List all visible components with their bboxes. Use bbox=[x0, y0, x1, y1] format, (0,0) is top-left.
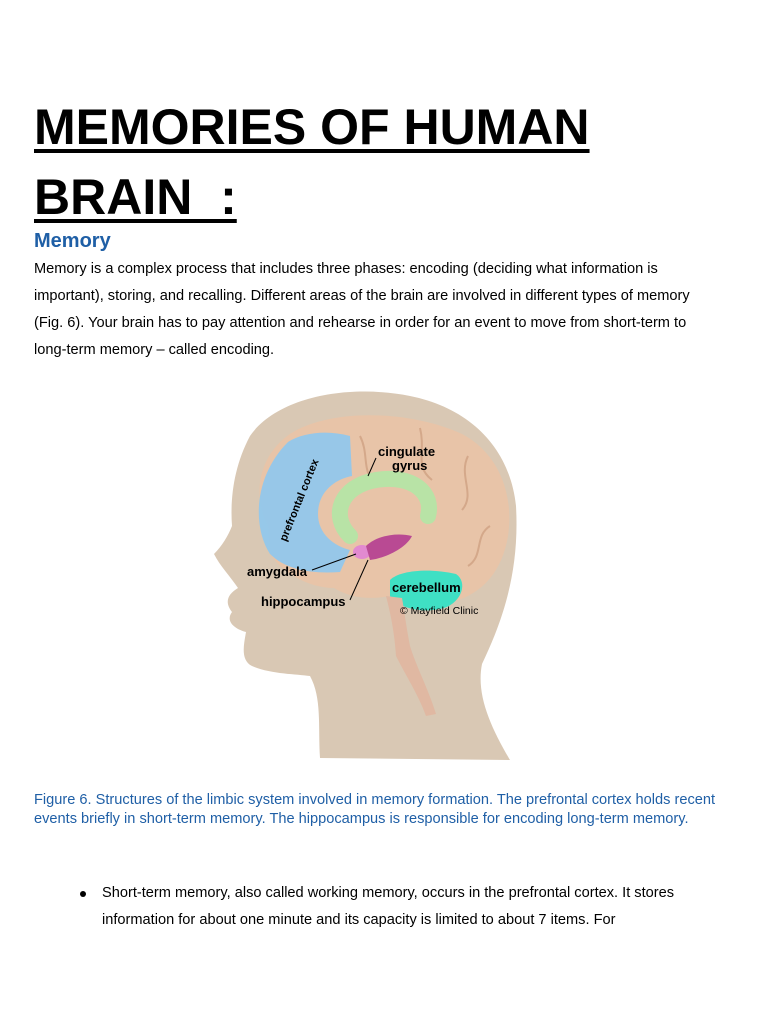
hippocampus bbox=[366, 534, 412, 560]
copyright-label: © Mayfield Clinic bbox=[400, 605, 478, 617]
bullet-icon bbox=[80, 891, 86, 897]
list-item-text: Short-term memory, also called working m… bbox=[102, 885, 675, 928]
cingulate-pointer bbox=[367, 457, 377, 477]
brain-fold bbox=[359, 427, 491, 567]
page-title: MEMORIES OF HUMAN BRAIN : bbox=[34, 99, 590, 225]
brainstem bbox=[386, 596, 436, 716]
cingulate-gyrus bbox=[331, 470, 438, 544]
amygdala-label: amygdala bbox=[247, 564, 308, 579]
cerebellum-label: cerebellum bbox=[392, 580, 461, 595]
hippocampus-pointer bbox=[349, 559, 369, 601]
cingulate-label-2: gyrus bbox=[392, 458, 427, 473]
cingulate-label-1: cingulate bbox=[378, 444, 435, 459]
brain-illustration: cingulate gyrus prefrontal cortex amygda… bbox=[214, 391, 517, 760]
amygdala bbox=[353, 545, 371, 559]
list-item: Short-term memory, also called working m… bbox=[34, 880, 734, 934]
prefrontal-cortex bbox=[258, 432, 352, 573]
section-heading: Memory bbox=[34, 230, 111, 252]
body-paragraph: Memory is a complex process that include… bbox=[34, 261, 690, 358]
figure-caption: Figure 6. Structures of the limbic syste… bbox=[34, 792, 716, 827]
hippocampus-label: hippocampus bbox=[261, 594, 346, 609]
cerebellum bbox=[390, 570, 463, 611]
bullet-list: Short-term memory, also called working m… bbox=[34, 880, 734, 934]
amygdala-pointer bbox=[311, 553, 357, 571]
brain-figure: cingulate gyrus prefrontal cortex amygda… bbox=[200, 376, 520, 760]
